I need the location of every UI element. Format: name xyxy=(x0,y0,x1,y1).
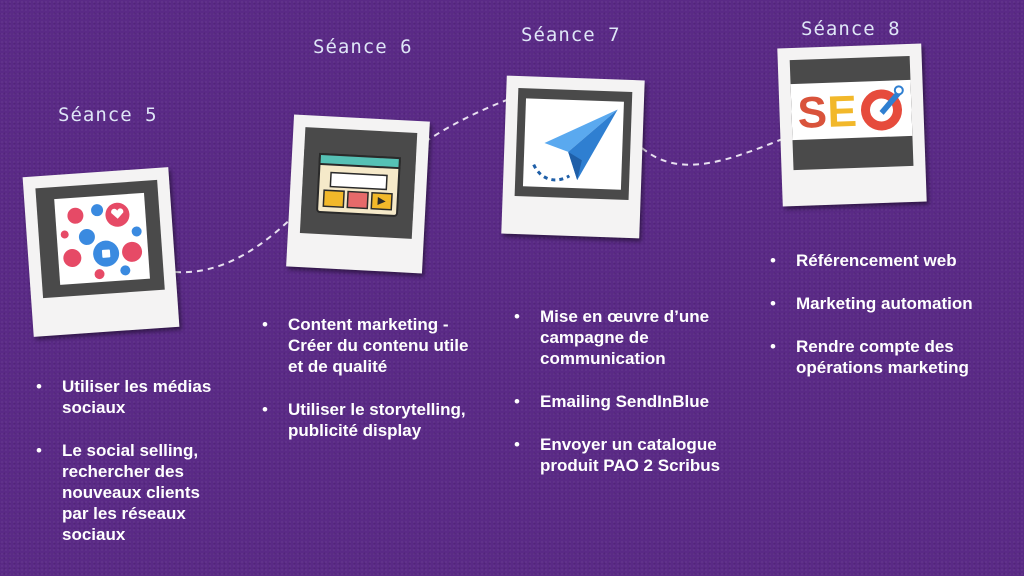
list-item: Le social selling, rechercher des nouvea… xyxy=(36,440,212,545)
content-marketing-icon xyxy=(316,152,401,217)
polaroid-session-5 xyxy=(22,167,180,337)
list-item: Envoyer un catalogue produit PAO 2 Scrib… xyxy=(514,434,740,476)
list-item: Référencement web xyxy=(770,250,1010,271)
social-media-likes-icon xyxy=(60,202,143,280)
session-title-8: Séance 8 xyxy=(801,18,901,40)
list-item: Rendre compte des opérations marketing xyxy=(770,336,1010,378)
paper-plane-icon xyxy=(532,109,618,182)
polaroid-session-6 xyxy=(286,114,430,274)
session-8-bullets: Référencement web Marketing automation R… xyxy=(770,250,1010,400)
svg-text:E: E xyxy=(827,87,858,137)
session-title-5: Séance 5 xyxy=(58,104,158,126)
list-item: Mise en œuvre d’une campagne de communic… xyxy=(514,306,740,369)
session-title-7: Séance 7 xyxy=(521,24,621,46)
polaroid-session-7 xyxy=(501,75,645,239)
session-7-bullets: Mise en œuvre d’une campagne de communic… xyxy=(514,306,744,498)
session-title-6: Séance 6 xyxy=(313,36,413,58)
session-5-bullets: Utiliser les médias sociaux Le social se… xyxy=(36,376,226,567)
svg-text:S: S xyxy=(797,88,828,138)
list-item: Content marketing - Créer du contenu uti… xyxy=(262,314,487,377)
list-item: Utiliser les médias sociaux xyxy=(36,376,226,418)
seo-icon: S E xyxy=(797,85,904,138)
list-item: Emailing SendInBlue xyxy=(514,391,744,412)
session-6-bullets: Content marketing - Créer du contenu uti… xyxy=(262,314,487,463)
list-item: Marketing automation xyxy=(770,293,1010,314)
polaroid-session-8: S E xyxy=(777,43,927,207)
list-item: Utiliser le storytelling, publicité disp… xyxy=(262,399,487,441)
